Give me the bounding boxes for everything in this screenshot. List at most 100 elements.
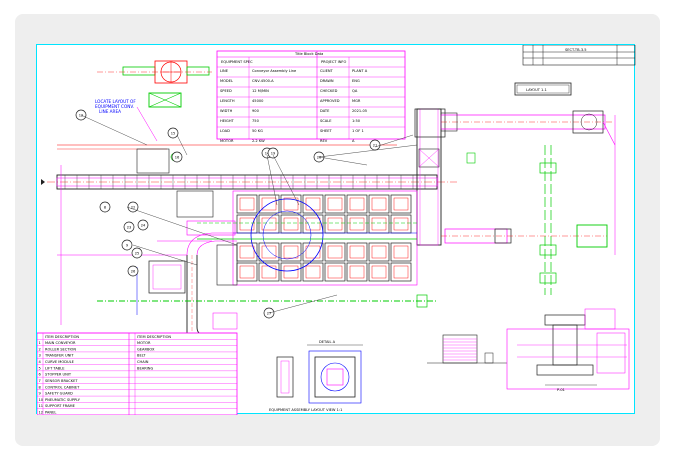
- balloon-number: 27: [267, 311, 272, 315]
- layout-tag: LAYOUT 1.1: [514, 82, 572, 96]
- title-strip: SECT-TB-3.5: [522, 45, 636, 66]
- legend-left-cell: SAFETY GUARD: [45, 392, 73, 396]
- spec-cell: APPROVED: [320, 99, 340, 103]
- legend-left-cell: CURVE MODULE: [45, 360, 75, 364]
- spec-cell: LINE: [220, 69, 229, 73]
- legend-index: 7: [39, 379, 41, 383]
- callout-balloon: 24: [137, 219, 149, 231]
- legend-index: 11: [39, 404, 44, 408]
- cad-drawing-canvas: SECT-TB-3.5 LAYOUT 1.1 Title Block Data …: [37, 45, 636, 415]
- callout-balloon: 19: [267, 147, 279, 159]
- spec-cell: LENGTH: [220, 99, 235, 103]
- spec-cell: 900: [252, 109, 260, 113]
- callout-balloon: 23: [123, 221, 135, 233]
- spec-cell: CLIENT: [320, 69, 334, 73]
- balloon-number: 14: [265, 151, 270, 155]
- balloon-number: 16: [175, 155, 180, 159]
- legend-index: 10: [39, 398, 44, 402]
- spec-cell: ENG: [352, 79, 360, 83]
- callout-balloon: 25: [131, 247, 143, 259]
- balloon-number: 26: [131, 269, 136, 273]
- legend-index: 4: [39, 360, 42, 364]
- callout-balloon: 16: [171, 151, 183, 163]
- spec-cell: MOTOR: [220, 139, 234, 143]
- legend-right-cell: ITEM DESCRIPTION: [137, 335, 171, 339]
- legend-left-cell: ITEM DESCRIPTION: [45, 335, 79, 339]
- spec-cell: HEIGHT: [220, 119, 235, 123]
- legend-left-cell: TRANSFER UNIT: [44, 354, 74, 358]
- legend-right-cell: GEARBOX: [137, 347, 155, 351]
- balloon-number: 15: [171, 131, 176, 135]
- green-transfer: [441, 145, 608, 295]
- main-conveyor: [41, 144, 457, 190]
- note-text-3: LINE AREA: [99, 109, 121, 114]
- callout-balloon: 21: [369, 139, 381, 151]
- legend-right-cell: MOTOR: [137, 341, 151, 345]
- spec-cell: MGR: [352, 99, 361, 103]
- callout-balloon: 22: [127, 201, 139, 213]
- balloon-number: 9: [126, 243, 129, 247]
- legend-left-cell: MAIN CONVEYOR: [45, 341, 76, 345]
- spec-cell: PLANT A: [352, 69, 368, 73]
- spec-table: Title Block Data EQUIPMENT SPEC PROJECT …: [216, 50, 406, 143]
- central-cell-grid: [186, 190, 418, 286]
- motor-unit-top: [97, 60, 212, 108]
- legend-left-cell: SUPPORT FRAME: [45, 404, 76, 408]
- spec-cell: 1:50: [352, 119, 361, 123]
- legend-index: 1: [39, 341, 41, 345]
- spec-cell: 2021-05: [352, 109, 367, 113]
- legend-index: 8: [39, 385, 42, 389]
- legend-index: 6: [39, 373, 42, 377]
- spec-cell: CNV-4500-A: [252, 79, 274, 83]
- spec-cell: Conveyor Assembly Line: [252, 69, 297, 73]
- legend-index: 5: [39, 366, 41, 370]
- balloon-number: 25: [135, 251, 140, 255]
- detail-a: DETAIL A EQUIPMENT ASSEMBLY LAYOUT VIEW …: [269, 340, 363, 412]
- spec-header-left: EQUIPMENT SPEC: [221, 60, 253, 64]
- legend-left-cell: CONTROL CABINET: [45, 385, 80, 389]
- callout-balloon: 9: [121, 239, 133, 251]
- legend-right-cell: BELT: [137, 354, 146, 358]
- spec-cell: SCALE: [320, 119, 332, 123]
- balloon-number: 12: [79, 113, 84, 117]
- note-text-2: EQUIPMENT CONV.: [95, 104, 134, 109]
- spec-header-right: PROJECT INFO: [321, 60, 346, 64]
- legend-index: 3: [39, 354, 41, 358]
- elevation-views: P-01: [427, 308, 630, 392]
- spec-cell: CHECKED: [320, 89, 338, 93]
- spec-cell: 45000: [252, 99, 264, 103]
- spec-cell: A: [352, 139, 355, 143]
- callout-balloon: 15: [167, 127, 179, 139]
- spec-cell: QA: [352, 89, 358, 93]
- callout-note: LOCATE LAYOUT OF EQUIPMENT CONV. LINE AR…: [95, 99, 158, 142]
- balloon-number: 19: [271, 151, 276, 155]
- spec-table-rows: LINE Conveyor Assembly Line CLIENT PLANT A M…: [220, 69, 368, 143]
- balloon-number: 24: [141, 223, 146, 227]
- spec-cell: WIDTH: [220, 109, 233, 113]
- balloon-number: 21: [373, 143, 378, 147]
- spec-cell: 50 KG: [252, 129, 263, 133]
- spec-table-title: Title Block Data: [294, 52, 323, 56]
- balloon-number: 23: [127, 225, 132, 229]
- legend-right-cell: BEARING: [137, 366, 153, 370]
- leader-lines: [80, 114, 418, 314]
- spec-cell: SPEED: [220, 89, 232, 93]
- callout-balloon: 26: [127, 265, 139, 277]
- upper-right-conveyor: [414, 108, 616, 255]
- spec-cell: DATE: [320, 109, 330, 113]
- legend-left-cell: SENSOR BRACKET: [45, 379, 78, 383]
- balloon-number: 22: [131, 205, 136, 209]
- legend-left-cell: PNEUMATIC SUPPLY: [45, 398, 81, 402]
- page-label: P-01: [557, 388, 565, 392]
- legend-table: ITEM DESCRIPTION ITEM DESCRIPTION MAIN CON…: [37, 332, 238, 415]
- callout-balloon: 8: [99, 201, 111, 213]
- legend-left-cell: LIFT TABLE: [45, 366, 65, 370]
- cad-drawing-sheet[interactable]: SECT-TB-3.5 LAYOUT 1.1 Title Block Data …: [36, 44, 636, 415]
- balloon-number: 20: [317, 155, 322, 159]
- legend-index: 2: [39, 347, 41, 351]
- side-label: SECT-TB-3.5: [565, 48, 587, 52]
- legend-index: 9: [39, 392, 42, 396]
- spec-cell: DRAWN: [320, 79, 334, 83]
- note-text-1: LOCATE LAYOUT OF: [95, 99, 136, 104]
